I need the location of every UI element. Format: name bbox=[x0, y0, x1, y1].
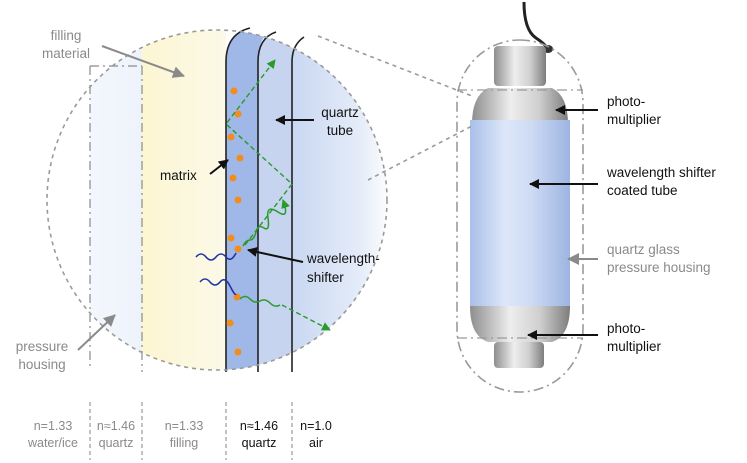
total-reflection-path bbox=[225, 59, 293, 246]
quartz-glass-line1: quartz glass bbox=[607, 242, 680, 257]
layer-water-index: n=1.33 bbox=[34, 419, 73, 433]
uv-photon-wave bbox=[195, 252, 237, 261]
pressure-housing-line2: housing bbox=[18, 357, 65, 372]
layer-housing-material: quartz bbox=[99, 436, 134, 450]
label-matrix: matrix bbox=[160, 159, 229, 183]
visible-photon-wave bbox=[242, 199, 290, 247]
zoom-view bbox=[47, 30, 387, 370]
molecule bbox=[227, 133, 235, 141]
molecule bbox=[227, 234, 235, 242]
molecule bbox=[233, 293, 241, 301]
refractive-index-table: n=1.33 water/ice n≈1.46 quartz n=1.33 fi… bbox=[27, 402, 332, 460]
layer-air-index: n=1.0 bbox=[300, 419, 332, 433]
tube-middle-outline bbox=[257, 31, 277, 372]
filling-arrow bbox=[101, 45, 185, 78]
layer-filling-material: filling bbox=[170, 436, 199, 450]
layer-tube-material: quartz bbox=[242, 436, 277, 450]
quartz-tube-line1: quartz bbox=[321, 105, 359, 120]
pmt-neck-bottom bbox=[494, 342, 544, 368]
layer-air-material: air bbox=[309, 436, 323, 450]
label-photomultiplier-bottom: photo- multiplier bbox=[527, 321, 662, 354]
air-region bbox=[292, 30, 387, 370]
molecule bbox=[234, 348, 242, 356]
label-filling-material: filling material bbox=[42, 28, 185, 78]
label-wavelength-shifter: wavelength- shifter bbox=[247, 247, 380, 285]
pmt-top-line1: photo- bbox=[607, 94, 645, 109]
wavelength-shifter-line2: shifter bbox=[307, 270, 344, 285]
wls-tube-line1: wavelength shifter bbox=[606, 165, 716, 180]
quartz-glass-pressure-housing bbox=[456, 39, 584, 393]
quartz-tube-line2: tube bbox=[327, 123, 353, 138]
label-photomultiplier-top: photo- multiplier bbox=[555, 94, 662, 127]
quartz-glass-line2: pressure housing bbox=[607, 260, 711, 275]
label-quartz-tube: quartz tube bbox=[275, 105, 359, 138]
layer-housing-index: n≈1.46 bbox=[97, 419, 135, 433]
pressure-housing-arrow bbox=[77, 314, 116, 351]
filling-material-line1: filling bbox=[51, 28, 82, 43]
molecule bbox=[234, 110, 242, 118]
photon-paths bbox=[195, 59, 331, 331]
wls-coating-layer bbox=[226, 30, 270, 370]
pmt-cap-bottom bbox=[470, 306, 570, 342]
filling-region bbox=[142, 30, 226, 370]
label-wls-coated-tube: wavelength shifter coated tube bbox=[529, 165, 716, 198]
pmt-bottom-line1: photo- bbox=[607, 321, 645, 336]
wom-module bbox=[456, 1, 584, 393]
layer-water-material: water/ice bbox=[27, 436, 78, 450]
layer-tube-index: n≈1.46 bbox=[240, 419, 278, 433]
pressure-housing-line1: pressure bbox=[16, 339, 69, 354]
wls-tube-line2: coated tube bbox=[607, 183, 678, 198]
pmt-bottom-line2: multiplier bbox=[607, 339, 662, 354]
molecule bbox=[230, 87, 238, 95]
layer-filling-index: n=1.33 bbox=[165, 419, 204, 433]
zoom-connector-top bbox=[317, 35, 473, 97]
filling-material-line2: material bbox=[42, 46, 90, 61]
zoom-outlines bbox=[46, 27, 388, 372]
molecule bbox=[236, 154, 244, 162]
pmt-neck-top bbox=[494, 46, 546, 86]
wls-tube-body bbox=[470, 120, 570, 310]
molecule bbox=[229, 174, 237, 182]
pressure-housing-region bbox=[90, 30, 142, 370]
label-pressure-housing: pressure housing bbox=[16, 314, 116, 372]
molecule bbox=[234, 245, 242, 253]
tube-inner-outline bbox=[225, 27, 251, 372]
pmt-cap-top bbox=[472, 88, 568, 124]
uv-photon-wave bbox=[199, 278, 237, 296]
wls-molecules bbox=[226, 87, 244, 356]
matrix-arrow bbox=[209, 159, 229, 175]
pmt-top-line2: multiplier bbox=[607, 112, 662, 127]
zoom-connector-bottom bbox=[367, 125, 473, 181]
wavelength-shifter-line1: wavelength- bbox=[306, 251, 380, 266]
zoom-circle-border bbox=[46, 29, 388, 371]
molecule bbox=[226, 319, 234, 327]
label-quartz-glass-housing: quartz glass pressure housing bbox=[567, 242, 711, 275]
wavelength-shifter-arrow bbox=[247, 247, 304, 263]
guided-photon-path bbox=[281, 304, 331, 331]
molecule bbox=[234, 196, 242, 204]
visible-photon-wave bbox=[239, 295, 281, 307]
matrix-text: matrix bbox=[160, 168, 197, 183]
